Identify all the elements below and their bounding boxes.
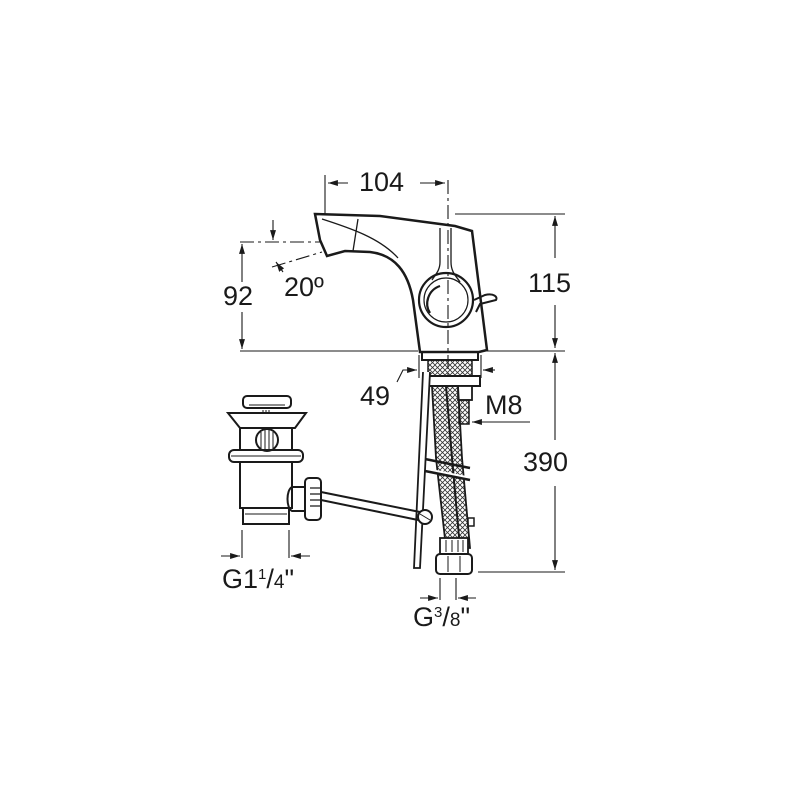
waste-thread-slash: / bbox=[266, 564, 274, 594]
dimension-spout-reach: 104 bbox=[359, 167, 405, 197]
pop-up-waste bbox=[225, 395, 433, 525]
faucet-body bbox=[313, 212, 489, 354]
dimension-waste-thread: G11/4" bbox=[222, 566, 294, 593]
waste-thread-whole: 1 bbox=[243, 564, 259, 594]
waste-thread-prefix: G bbox=[222, 564, 244, 594]
dimension-base-diameter: 49 bbox=[360, 381, 391, 411]
waste-thread-suffix: " bbox=[284, 564, 295, 594]
dimension-outlet-height: 92 bbox=[223, 281, 254, 311]
waste-thread-denominator: 4 bbox=[273, 572, 285, 593]
hose-thread-denominator: 8 bbox=[449, 610, 461, 631]
dimension-total-height: 115 bbox=[528, 268, 572, 298]
dimension-hose-length: 390 bbox=[523, 447, 569, 477]
hose-thread-slash: / bbox=[442, 602, 450, 632]
dimension-lines bbox=[221, 175, 565, 601]
waste-thread-numerator: 1 bbox=[258, 566, 267, 583]
hose-thread-suffix: " bbox=[460, 602, 471, 632]
dimension-stud-thread: M8 bbox=[485, 390, 523, 420]
hose-thread-numerator: 3 bbox=[434, 604, 443, 621]
hose-thread-prefix: G bbox=[413, 602, 435, 632]
dimension-hose-thread: G3/8" bbox=[413, 604, 470, 631]
dimension-spout-angle: 20º bbox=[284, 272, 324, 302]
